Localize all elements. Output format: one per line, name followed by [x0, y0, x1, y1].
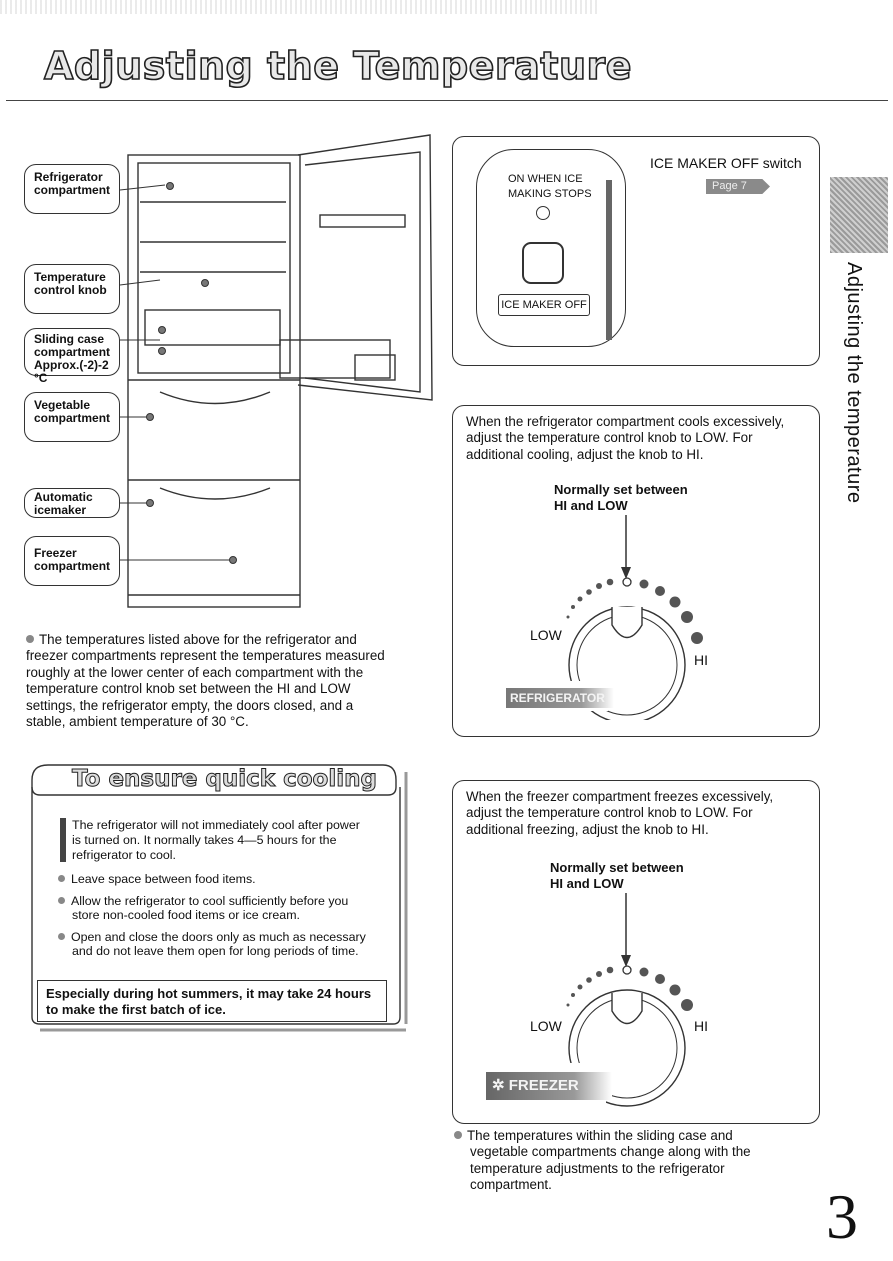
freezer-dial-tag-text: FREEZER — [508, 1077, 579, 1094]
ice-maker-control-panel — [476, 149, 626, 347]
freezer-adjust-box — [452, 780, 820, 1124]
bullet-icon — [58, 933, 65, 940]
icemaker-label: Automatic icemaker — [24, 488, 120, 518]
indicator-lamp-icon — [536, 206, 550, 220]
freezer-normally-line2: HI and LOW — [550, 876, 624, 891]
quick-cooling-intro: The refrigerator will not immediately co… — [72, 818, 360, 862]
quick-cooling-bullet-1: Leave space between food items. — [58, 872, 358, 886]
freezer-normally-label: Normally set between HI and LOW — [550, 860, 684, 892]
freezer-dial-tag: ✲ FREEZER — [486, 1072, 612, 1100]
refrigerator-low-label: LOW — [530, 627, 562, 643]
refrigerator-dial-tag: REFRIGERATOR — [506, 688, 614, 708]
bullet-icon — [454, 1131, 462, 1139]
bullet-2-text: Allow the refrigerator to cool sufficien… — [71, 894, 349, 922]
refrigerator-normally-label: Normally set between HI and LOW — [554, 482, 688, 514]
snowflake-icon: ✲ — [492, 1077, 505, 1094]
bullet-icon — [26, 635, 34, 643]
sliding-case-line3: Approx.(-2)-2 °C — [34, 358, 109, 385]
on-when-line1: ON WHEN ICE — [508, 173, 583, 185]
quick-cooling-bullet-2: Allow the refrigerator to cool sufficien… — [58, 894, 358, 922]
refrigerator-hi-label: HI — [694, 652, 708, 668]
scan-noise — [0, 0, 600, 14]
vegetable-compartment-label: Vegetable compartment — [24, 392, 120, 442]
title-rule — [6, 100, 888, 101]
summer-note: Especially during hot summers, it may ta… — [37, 980, 387, 1022]
bullet-1-text: Leave space between food items. — [71, 872, 256, 886]
bullet-3-text: Open and close the doors only as much as… — [71, 930, 366, 958]
panel-edge — [606, 180, 612, 340]
page-title: Adjusting the Temperature — [43, 43, 633, 89]
ice-maker-panel — [452, 136, 820, 366]
page-number: 3 — [826, 1181, 858, 1252]
quick-cooling-title: To ensure quick cooling — [72, 766, 378, 793]
temperatures-note: The temperatures listed above for the re… — [26, 632, 386, 730]
temperature-knob-label: Temperature control knob — [24, 264, 120, 314]
freezer-normally-line1: Normally set between — [550, 860, 684, 875]
ice-maker-off-button[interactable] — [522, 242, 564, 284]
sliding-case-line1: Sliding case — [34, 332, 105, 346]
side-label: Adjusting the temperature — [843, 262, 865, 504]
sliding-note: The temperatures within the sliding case… — [454, 1128, 784, 1194]
quick-cooling-frame — [31, 764, 408, 1032]
freezer-compartment-label: Freezer compartment — [24, 536, 120, 586]
bullet-icon — [58, 897, 65, 904]
sliding-case-line2: compartment — [34, 345, 111, 359]
temperatures-note-text: The temperatures listed above for the re… — [26, 632, 385, 730]
ice-maker-off-label: ICE MAKER OFF — [498, 294, 590, 316]
intro-bar — [60, 818, 66, 862]
refrigerator-compartment-label: Refrigerator compartment — [24, 164, 120, 214]
ice-maker-switch-title: ICE MAKER OFF switch — [650, 155, 802, 171]
sliding-case-label: Sliding case compartment Approx.(-2)-2 °… — [24, 328, 120, 385]
freezer-hi-label: HI — [694, 1018, 708, 1034]
sliding-note-text: The temperatures within the sliding case… — [467, 1128, 751, 1193]
on-when-line2: MAKING STOPS — [508, 188, 592, 200]
on-when-label: ON WHEN ICE MAKING STOPS — [508, 172, 592, 202]
fridge-diagram — [119, 134, 433, 608]
freezer-low-label: LOW — [530, 1018, 562, 1034]
refrigerator-adjust-box — [452, 405, 820, 737]
page-ref-badge[interactable]: Page 7 — [706, 179, 770, 194]
quick-cooling-bullet-3: Open and close the doors only as much as… — [58, 930, 368, 958]
section-tab — [830, 177, 888, 253]
refrigerator-normally-line1: Normally set between — [554, 482, 688, 497]
refrigerator-normally-line2: HI and LOW — [554, 498, 628, 513]
refrigerator-adjust-text: When the refrigerator compartment cools … — [466, 414, 785, 462]
bullet-icon — [58, 875, 65, 882]
freezer-adjust-text: When the freezer compartment freezes exc… — [466, 789, 774, 837]
